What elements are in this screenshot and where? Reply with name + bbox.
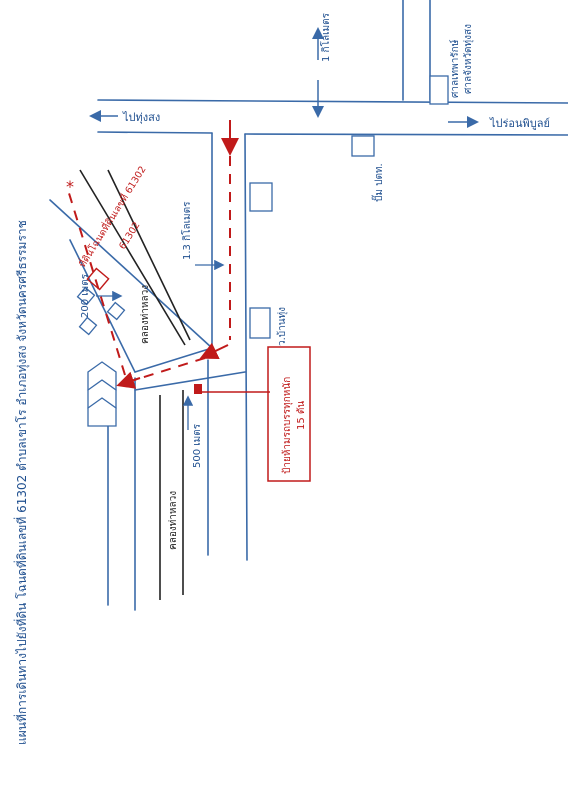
route-junction	[127, 357, 206, 383]
direction-arrows	[89, 27, 479, 430]
house-3	[106, 301, 126, 321]
junction-edge	[134, 371, 246, 391]
row-house-3	[87, 397, 117, 427]
label-village: ว.บ้านทุ่ง	[276, 307, 288, 346]
court-building	[429, 75, 449, 105]
label-to-thungsong: ไปทุ่งสง	[122, 111, 160, 124]
house-1	[76, 286, 96, 306]
route-diagonal	[67, 189, 126, 376]
label-khlong-north: คลองท่าหลวง	[140, 285, 151, 344]
land-plot	[86, 267, 110, 291]
highway-top-edge	[97, 99, 568, 104]
label-gas-station: ปั๊ม ปตท.	[371, 163, 385, 202]
sign-icon	[194, 384, 202, 394]
row-house-1	[87, 361, 117, 391]
sign-text-line2: 15 ตัน	[296, 401, 307, 430]
road-network	[49, 0, 568, 611]
label-dist-500: 500 เมตร	[192, 423, 203, 468]
buildings	[76, 75, 449, 427]
side-road-right	[244, 133, 248, 561]
diag-road-top	[49, 199, 213, 349]
diag-road-bottom	[69, 239, 136, 373]
page-title: แผนที่การเดินทางไปยังที่ดิน โฉนดที่ดินเล…	[13, 220, 30, 745]
label-to-ronphibun: ไปร่อนพิบูลย์	[489, 117, 550, 130]
label-km-1: 1 กิโลเมตร	[319, 12, 332, 62]
label-dist-200: 200 เมตร	[80, 273, 91, 318]
label-court: ศาลจังหวัดทุ่งสง	[463, 24, 474, 94]
canal-north-2	[107, 169, 191, 341]
highway-bottom-edge-right	[244, 133, 568, 136]
label-land-number: 61302	[117, 220, 142, 251]
house-2	[78, 316, 98, 336]
route-junction-arrow	[116, 371, 141, 389]
sign-box	[267, 346, 311, 482]
label-khlong-south: คลองท่าหลวง	[168, 491, 179, 550]
sign-text-line1: ป้ายห้ามรถบรรทุกหนัก	[281, 377, 293, 474]
row-house-2	[87, 379, 117, 409]
label-km-1-3: 1.3 กิโลเมตร	[180, 201, 193, 260]
route-turn	[199, 342, 229, 359]
lower-road-mid	[134, 347, 213, 373]
canals	[79, 169, 191, 600]
label-shrine: ศาลเทพารักษ์	[449, 39, 461, 98]
star-icon: *	[66, 177, 74, 196]
canal-north-1	[79, 169, 186, 346]
highway-bottom-edge-left	[97, 131, 213, 134]
village-building	[249, 307, 271, 339]
gas-station-building	[351, 135, 375, 157]
route-path	[67, 120, 311, 482]
shop-building	[249, 182, 273, 212]
